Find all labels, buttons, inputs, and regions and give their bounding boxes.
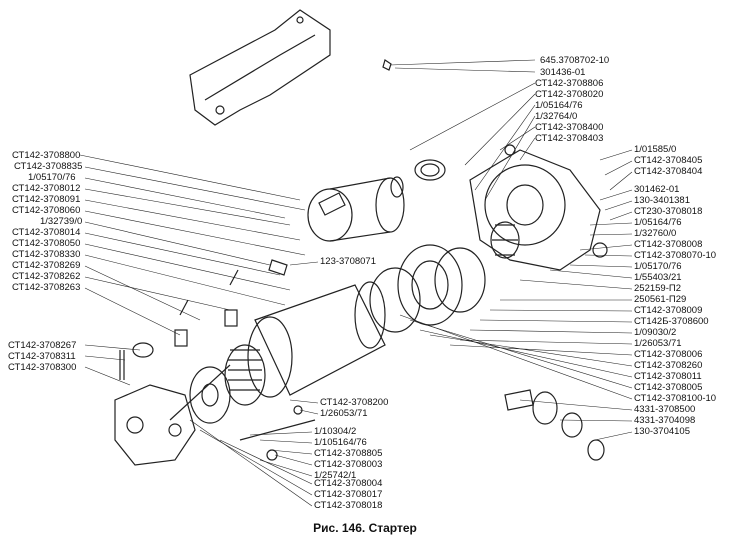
rear-cover — [114, 384, 196, 466]
part-number-label: 1/55403/21 — [634, 272, 682, 283]
mounting-bracket — [189, 9, 331, 126]
part-number-label: СТ142-3708006 — [634, 349, 703, 360]
part-number-label: СТ142-3708009 — [634, 305, 703, 316]
part-number-label: 1/25742/1 — [314, 470, 357, 481]
figure-caption: Рис. 146. Стартер — [313, 521, 417, 535]
part-number-label: СТ142-3708050 — [12, 238, 81, 249]
part-number-label: СТ142-3708200 — [320, 397, 389, 408]
part-number-label: СТ142-3708003 — [314, 459, 383, 470]
part-number-label: 1/10304/2 — [314, 426, 357, 437]
part-number-label: 1/05170/76 — [634, 261, 682, 272]
bracket-bolt — [382, 59, 392, 71]
part-number-label: СТ142-3708017 — [314, 489, 383, 500]
part-number-label: 1/09030/2 — [634, 327, 677, 338]
ignition-switch — [504, 389, 605, 461]
part-number-label: СТ142-3708070-10 — [634, 250, 717, 261]
drive-gear — [490, 221, 520, 259]
part-number-label: 130-3401381 — [634, 195, 690, 206]
part-number-label: СТ142-3708806 — [535, 78, 604, 89]
part-number-label: 1/01585/0 — [634, 144, 677, 155]
solenoid-relay — [307, 177, 405, 242]
part-number-label: 1/26053/71 — [320, 408, 368, 419]
part-number-label: СТ142-3708835 — [14, 161, 83, 172]
part-number-label: СТ142-3708404 — [634, 166, 703, 177]
part-number-label: 1/05164/76 — [535, 100, 583, 111]
part-number-label: СТ142-3708300 — [8, 362, 77, 373]
part-number-label: СТ142-3708400 — [535, 122, 604, 133]
part-number-label: СТ142-3708805 — [314, 448, 383, 459]
part-number-label: 123-3708071 — [320, 256, 376, 267]
part-number-label: СТ142-3708330 — [12, 249, 81, 260]
part-number-label: 1/32739/0 — [40, 216, 83, 227]
part-number-label: СТ142-3708405 — [634, 155, 703, 166]
part-number-label: СТ142-3708091 — [12, 194, 81, 205]
part-number-label: СТ142-3708403 — [535, 133, 604, 144]
armature — [169, 344, 266, 421]
part-number-label: 1/05164/76 — [634, 217, 682, 228]
part-number-label: 1/32760/0 — [634, 228, 677, 239]
starter-body — [247, 281, 386, 398]
part-number-label: 301436-01 — [540, 67, 586, 78]
part-number-label: СТ142-3708100-10 — [634, 393, 717, 404]
brush — [224, 309, 238, 327]
part-number-label: СТ142-3708060 — [12, 205, 81, 216]
part-number-label: СТ142-3708005 — [634, 382, 703, 393]
part-number-label: СТ142-3708008 — [634, 239, 703, 250]
part-number-label: 645.3708702-10 — [540, 55, 610, 66]
part-number-label: 250561-П29 — [634, 294, 687, 305]
part-number-label: СТ142-3708262 — [12, 271, 81, 282]
brush — [174, 329, 188, 347]
part-number-label: СТ142-3708267 — [8, 340, 77, 351]
nut — [293, 405, 303, 415]
part-number-label: 1/05170/76 — [28, 172, 76, 183]
part-number-label: 1/26053/71 — [634, 338, 682, 349]
tie-rod — [239, 419, 316, 441]
part-number-label: СТ142-3708018 — [314, 500, 383, 511]
part-number-label: СТ142-3708263 — [12, 282, 81, 293]
part-number-label: 1/32764/0 — [535, 111, 578, 122]
brush-holder — [189, 366, 231, 424]
bushing — [414, 159, 446, 181]
terminal-stud — [268, 259, 288, 276]
part-number-label: СТ142-3708014 — [12, 227, 81, 238]
part-number-label: 4331-3704098 — [634, 415, 696, 426]
large-seal-ring — [369, 267, 421, 333]
leader-lines — [79, 59, 633, 507]
part-number-label: СТ142-3708011 — [634, 371, 702, 382]
part-number-label: СТ142-3708311 — [8, 351, 76, 362]
part-number-label: 4331-3708500 — [634, 404, 696, 415]
planetary-gear-set — [397, 244, 486, 326]
part-number-label: СТ142-3708800 — [12, 150, 81, 161]
o-ring — [390, 176, 404, 198]
washer — [132, 342, 154, 358]
part-number-label: СТ142-3708020 — [535, 89, 604, 100]
part-number-label: СТ142-3708012 — [12, 183, 81, 194]
part-number-label: СТ142-3708004 — [314, 478, 383, 489]
part-number-label: 252159-П2 — [634, 283, 681, 294]
drive-housing — [469, 144, 608, 271]
part-number-label: СТ142-3708269 — [12, 260, 81, 271]
part-number-label: СТ230-3708018 — [634, 206, 703, 217]
pin — [119, 350, 125, 380]
part-number-label: 301462-01 — [634, 184, 680, 195]
part-number-label: 130-3704105 — [634, 426, 690, 437]
part-number-label: СТ142-3708260 — [634, 360, 703, 371]
part-number-label: 1/105164/76 — [314, 437, 367, 448]
part-number-label: СТ142Б-3708600 — [634, 316, 709, 327]
